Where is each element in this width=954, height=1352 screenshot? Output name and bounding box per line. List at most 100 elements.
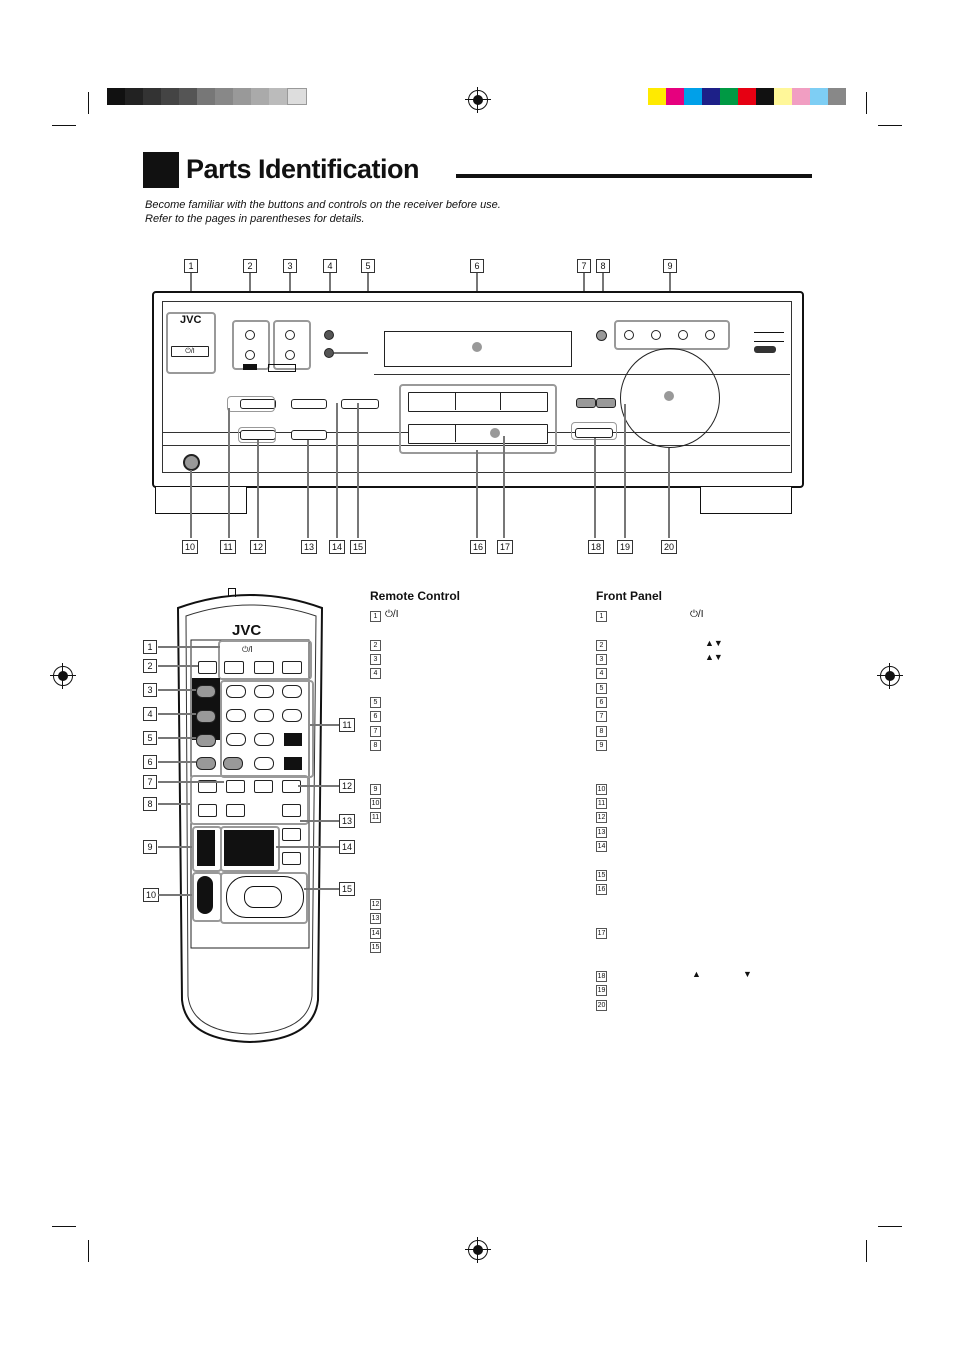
remote-callout-2: 2 [143,659,157,673]
dts-logo [268,364,296,372]
remote-key[interactable] [226,709,246,722]
remote-callout-12: 12 [339,779,355,793]
treble-control-highlight [273,320,311,370]
callout-3: 3 [283,259,297,273]
gray-swatch [197,88,215,105]
list-index: 4 [370,668,381,679]
front-button-9c[interactable] [678,330,688,340]
crop-mark [52,125,76,126]
remote-key[interactable] [254,709,274,722]
crop-mark [878,1226,902,1227]
source-button-row1[interactable] [408,392,548,412]
callout-13: 13 [301,540,317,554]
intro-line-1: Become familiar with the buttons and con… [145,199,501,211]
remote-button-3[interactable] [196,685,216,698]
front-button-9b[interactable] [651,330,661,340]
remote-standby-button[interactable] [198,661,217,674]
remote-callout-7: 7 [143,775,157,789]
remote-key[interactable] [254,757,274,770]
remote-button-6[interactable] [196,757,216,770]
remote-key[interactable] [282,852,301,865]
remote-key[interactable] [226,804,245,817]
leader-line [357,403,359,538]
treble-up-knob[interactable] [285,330,295,340]
front-button-14[interactable] [291,399,327,409]
remote-source-block[interactable] [197,830,215,866]
gray-swatch [107,88,125,105]
list-index: 14 [596,841,607,852]
remote-power-button-a[interactable] [224,661,244,674]
callout-14: 14 [329,540,345,554]
callout-5: 5 [361,259,375,273]
indicator-4 [324,330,334,340]
remote-button-7[interactable] [223,757,243,770]
list-index: 5 [370,697,381,708]
source-divider [455,392,456,410]
remote-power-button-c[interactable] [282,661,302,674]
remote-key[interactable] [254,733,274,746]
remote-cursor-pad[interactable] [226,876,304,918]
color-swatch [756,88,774,105]
remote-key[interactable] [226,685,246,698]
list-index: 14 [370,928,381,939]
leader-line [304,888,339,890]
power-button[interactable]: ⏻/I [171,346,209,357]
color-swatch [828,88,846,105]
remote-key[interactable] [254,780,273,793]
remote-antenna [228,588,236,597]
front-button-19[interactable] [596,398,616,408]
bass-up-knob[interactable] [245,330,255,340]
list-index: 9 [370,784,381,795]
remote-button-4[interactable] [196,710,216,723]
remote-power-button-b[interactable] [254,661,274,674]
front-button-11[interactable] [240,399,276,409]
remote-key[interactable] [226,780,245,793]
remote-display-highlight [220,826,280,872]
leader-line [624,404,626,538]
remote-display-block[interactable] [224,830,274,866]
callout-17: 17 [497,540,513,554]
brand-logo: JVC [180,314,202,326]
remote-key[interactable] [198,804,217,817]
front-button-13[interactable] [291,430,327,440]
front-button-9a[interactable] [624,330,634,340]
remote-key[interactable] [254,685,274,698]
callout-18: 18 [588,540,604,554]
remote-key[interactable] [226,733,246,746]
remote-key-dark[interactable] [284,733,302,746]
front-button-15[interactable] [341,399,379,409]
remote-volume-block[interactable] [197,876,213,914]
master-volume-knob[interactable] [620,348,720,448]
front-panel-heading: Front Panel [596,589,663,603]
display-callout-dot [472,342,482,352]
source-divider [500,392,501,410]
bass-down-knob[interactable] [245,350,255,360]
list-index: 8 [596,726,607,737]
gray-swatch [179,88,197,105]
remote-key[interactable] [282,804,301,817]
crop-mark [878,125,902,126]
remote-key[interactable] [282,709,302,722]
remote-key[interactable] [198,780,217,793]
intro-line-2: Refer to the pages in parentheses for de… [145,213,365,225]
treble-down-knob[interactable] [285,350,295,360]
list-index: 5 [596,683,607,694]
source-button-row2[interactable] [408,424,548,444]
remote-function-highlight [190,775,309,825]
remote-key[interactable] [282,685,302,698]
list-index: 1 [596,611,607,622]
remote-control-heading: Remote Control [370,589,460,603]
remote-key[interactable] [282,828,301,841]
list-index: 20 [596,1000,607,1011]
list-index: 17 [596,928,607,939]
list-index: 18 [596,971,607,982]
remote-key-dark[interactable] [284,757,302,770]
leader-line [476,450,478,538]
front-button-9d[interactable] [705,330,715,340]
remote-button-5[interactable] [196,734,216,747]
front-button-18[interactable] [575,428,613,438]
list-index: 7 [370,726,381,737]
front-button-7[interactable] [576,398,596,408]
remote-cursor-center[interactable] [244,886,282,908]
